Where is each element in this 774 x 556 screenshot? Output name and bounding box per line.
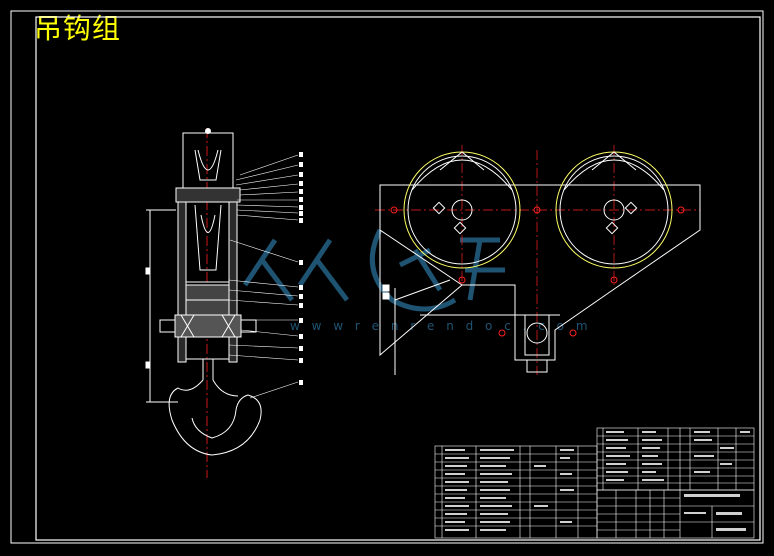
title-block bbox=[434, 427, 755, 539]
inner-border bbox=[35, 16, 761, 541]
svg-text:w w w r e n r e n d o c . c o: w w w r e n r e n d o c . c o m bbox=[290, 319, 592, 333]
title-block-marks bbox=[445, 431, 750, 531]
left-view-leaders bbox=[228, 154, 299, 399]
pulley-front-view bbox=[375, 145, 701, 375]
left-view-balloon-marks bbox=[299, 152, 303, 385]
outer-border bbox=[10, 10, 764, 544]
watermark: w w w r e n r e n d o c . c o m bbox=[242, 228, 592, 333]
hook-section-view bbox=[145, 128, 262, 478]
